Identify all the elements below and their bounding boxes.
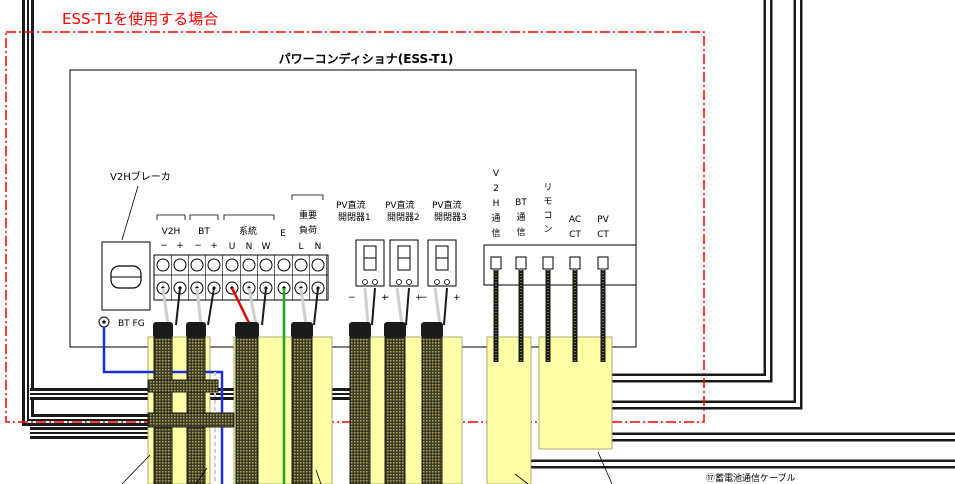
cable — [384, 329, 406, 484]
pv-minus-sign: − — [348, 293, 356, 303]
comm-port-label-bt: BT — [515, 198, 527, 208]
comm-port-label-remote: モ — [543, 197, 552, 207]
leader-lines — [121, 451, 613, 484]
comm-port-bt — [515, 256, 527, 270]
cable-cap — [384, 322, 406, 338]
comm-port-label-v2h: 通 — [491, 213, 500, 224]
pv-switch-2-line1: PV直流 — [385, 199, 415, 211]
cable-cap — [291, 322, 313, 338]
pv-plus-sign: + — [415, 293, 423, 303]
bt-fg-terminal: BT FG — [98, 316, 145, 329]
term-l: L — [298, 242, 303, 252]
comm-port-label-v2h: 2 — [493, 184, 499, 194]
terminal-screw-top — [277, 258, 291, 272]
comm-port-label-v2h: H — [493, 199, 500, 209]
breaker-label: V2Hブレーカ — [110, 170, 171, 183]
conditioner-title: パワーコンディショナ(ESS-T1) — [279, 51, 454, 66]
group-grid: 系統 — [239, 225, 257, 237]
pv-switch-3-line2: 開閉器3 — [434, 212, 467, 223]
cable-note: ⑰蓄電池通信ケーブル — [706, 472, 795, 484]
hatched-cables — [153, 270, 606, 484]
wires — [102, 287, 448, 484]
pv-switch-1-line1: PV直流 — [336, 199, 366, 211]
pv-switch-2-line2: 開閉器2 — [387, 212, 420, 223]
comm-port-label-ac-ct: AC — [569, 215, 581, 225]
cable-cap — [153, 322, 173, 338]
terminal-screw-top — [225, 258, 239, 272]
comm-port-label-remote: リ — [543, 183, 552, 193]
comm-port-label-pv-ct: PV — [597, 215, 609, 225]
pv-switch-3-line1: PV直流 — [432, 199, 462, 211]
pv-minus-sign: − — [420, 293, 428, 303]
cable-crossing-upper — [147, 379, 219, 393]
terminal-screw-top — [311, 258, 325, 272]
group-bt: BT — [198, 227, 210, 237]
cable-cap — [186, 322, 206, 338]
terminal-screw-top — [173, 258, 187, 272]
cable — [421, 329, 443, 484]
cable-cap — [421, 322, 443, 338]
comm-port-label-pv-ct: CT — [597, 230, 609, 240]
cable — [235, 329, 259, 484]
cable — [153, 329, 173, 484]
comm-port-ac-ct — [569, 256, 581, 270]
terminal-screw-top — [156, 258, 170, 272]
comm-port-label-ac-ct: CT — [569, 230, 581, 240]
term-v2h-minus: − — [160, 241, 168, 251]
term-w: W — [262, 242, 271, 252]
comm-port-label-v2h: V — [493, 169, 500, 179]
cable-cap — [235, 322, 259, 338]
cable-caps — [153, 322, 443, 338]
pv-switches: PV直流 開閉器1 PV直流 開閉器2 PV直流 開閉器3 −+−+−+ — [336, 199, 467, 303]
comm-port-label-bt: 通 — [516, 212, 525, 223]
bt-fg-label: BT FG — [118, 319, 145, 329]
group-load-line1: 重要 — [299, 209, 317, 221]
comm-port-label-v2h: 信 — [491, 227, 500, 239]
term-bt-minus: − — [194, 241, 202, 251]
comm-port-pv-ct — [597, 256, 609, 270]
cable-crossing — [147, 412, 235, 428]
term-v2h-plus: + — [176, 241, 184, 251]
terminal-screw-top — [190, 258, 204, 272]
group-load-line2: 負荷 — [299, 224, 317, 236]
case-title: ESS-T1を使用する場合 — [62, 10, 218, 28]
term-n: N — [246, 242, 253, 252]
term-bt-plus: + — [210, 241, 218, 251]
cable-cap — [349, 322, 371, 338]
terminal-screw-top — [207, 258, 221, 272]
terminal-screw-top — [242, 258, 256, 272]
comm-port-label-remote: コ — [543, 211, 552, 221]
v2h-breaker: V2Hブレーカ — [101, 170, 171, 311]
pv-switch-1-line2: 開閉器1 — [338, 212, 371, 223]
pv-plus-sign: + — [381, 293, 389, 303]
comm-port-v2h — [490, 256, 502, 270]
group-e: E — [280, 229, 286, 239]
cable — [349, 329, 371, 484]
cable — [291, 329, 313, 484]
terminal-screw-top — [259, 258, 273, 272]
term-u: U — [229, 242, 236, 252]
comm-port-remote — [542, 256, 554, 270]
pv-minus-sign: − — [382, 293, 390, 303]
term-n2: N — [315, 242, 322, 252]
comm-port-label-remote: ン — [543, 225, 552, 235]
cable — [186, 329, 206, 484]
terminal-screw-top — [294, 258, 308, 272]
pv-plus-sign: + — [453, 293, 461, 303]
group-v2h: V2H — [162, 227, 181, 237]
comm-port-label-bt: 信 — [516, 226, 525, 238]
